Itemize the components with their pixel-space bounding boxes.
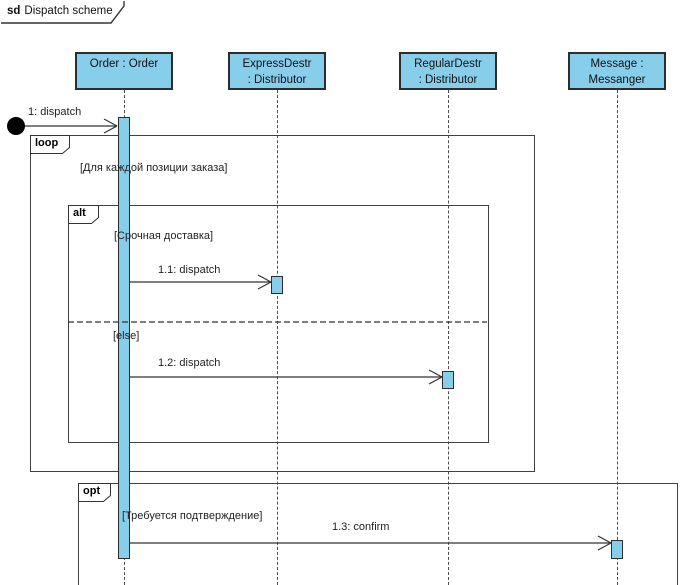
activation-message[interactable] xyxy=(611,540,623,559)
message-1-1-label: 1.1: dispatch xyxy=(158,264,221,276)
alt-guard-else-text: [else] xyxy=(113,330,140,342)
message-1-label: 1: dispatch xyxy=(28,106,82,118)
message-1-dispatch-arrow[interactable] xyxy=(7,117,118,135)
opt-operator-label: opt xyxy=(78,483,112,503)
activation-order[interactable] xyxy=(118,117,130,559)
alt-operator-text: alt xyxy=(73,207,86,219)
loop-operator-label: loop xyxy=(30,135,71,155)
activation-express-destr[interactable] xyxy=(271,276,283,294)
frame-label-pentagon-shape xyxy=(1,1,125,24)
opt-fragment-frame[interactable]: opt xyxy=(78,483,678,585)
diagram-title-keyword: sd xyxy=(7,5,21,17)
loop-operator-text: loop xyxy=(35,137,59,149)
lifeline-head-message-line2: Messanger xyxy=(588,74,646,86)
lifeline-head-express-line1: ExpressDestr xyxy=(242,58,312,70)
lifeline-regular-destr[interactable] xyxy=(448,90,449,585)
lifeline-head-order-line1: Order : Order xyxy=(89,58,159,70)
loop-fragment-frame[interactable]: loop xyxy=(30,135,535,472)
message-1-3-label: 1.3: confirm xyxy=(332,521,390,533)
lifeline-head-message[interactable]: Message : Messanger xyxy=(568,52,666,90)
found-message-endpoint[interactable] xyxy=(7,117,25,135)
opt-guard-text: [Требуется подтверждение] xyxy=(122,510,263,522)
lifeline-express-destr[interactable] xyxy=(277,90,278,585)
lifeline-head-regular-line1: RegularDestr xyxy=(414,58,482,70)
lifeline-head-regular-line2: : Distributor xyxy=(418,74,478,86)
loop-guard-text: [Для каждой позиции заказа] xyxy=(80,162,228,174)
alt-operator-label: alt xyxy=(68,205,100,225)
diagram-title-name: Dispatch scheme xyxy=(24,5,113,17)
activation-regular-destr[interactable] xyxy=(442,371,454,389)
lifeline-head-order[interactable]: Order : Order xyxy=(75,52,173,90)
lifeline-message[interactable] xyxy=(617,90,618,585)
lifeline-head-express-line2: : Distributor xyxy=(247,74,307,86)
lifeline-head-message-line1: Message : xyxy=(590,58,644,70)
lifeline-head-regular-destr[interactable]: RegularDestr : Distributor xyxy=(399,52,497,90)
opt-operator-text: opt xyxy=(83,485,101,497)
message-1-2-label: 1.2: dispatch xyxy=(158,357,221,369)
alt-guard-then-text: [Срочная доставка] xyxy=(114,230,214,242)
lifeline-head-express-destr[interactable]: ExpressDestr : Distributor xyxy=(228,52,326,90)
alt-fragment-frame[interactable]: alt xyxy=(68,205,489,443)
